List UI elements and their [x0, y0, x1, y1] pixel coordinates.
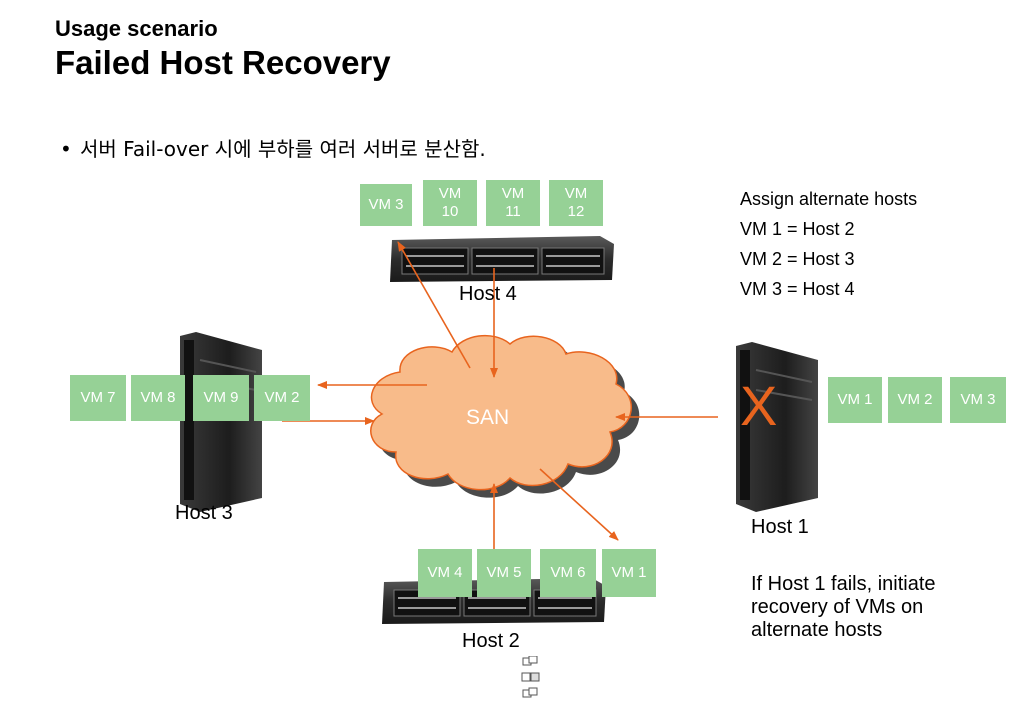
host2-vm-box: VM 6: [540, 549, 596, 597]
bullet-text: 서버 Fail-over 시에 부하를 여러 서버로 분산함.: [80, 137, 486, 161]
assign-line: VM 2 = Host 3: [740, 249, 855, 269]
host4-vm-box: VM 3: [360, 184, 412, 226]
host3-vm-box: VM 9: [193, 375, 249, 421]
assign-line: VM 3 = Host 4: [740, 279, 855, 299]
host4-label: Host 4: [459, 283, 517, 305]
host4-server-icon: [390, 236, 614, 282]
host2-label: Host 2: [462, 630, 520, 652]
host1-label: Host 1: [751, 516, 809, 538]
host2-vm-box: VM 4: [418, 549, 472, 597]
host1-vm-box: VM 3: [950, 377, 1006, 423]
recovery-note: If Host 1 fails, initiate recovery of VM…: [751, 573, 936, 641]
host4-vm-box: VM 12: [549, 180, 603, 226]
assign-line: VM 1 = Host 2: [740, 219, 855, 239]
slide-thumbnail-icon: [521, 656, 540, 698]
host4-vm-box: VM 10: [423, 180, 477, 226]
arrow-san-to-host2-vm1: [539, 468, 619, 541]
host2-vm-box: VM 5: [477, 549, 531, 597]
host3-vm-box: VM 8: [131, 375, 185, 421]
bullet-marker: •: [60, 137, 72, 161]
host2-vm-box: VM 1: [602, 549, 656, 597]
host4-vm-box: VM 11: [486, 180, 540, 226]
host3-vm-box: VM 2: [254, 375, 310, 421]
san-label: SAN: [466, 406, 510, 429]
host1-vm-box: VM 1: [828, 377, 882, 423]
host3-vm-box: VM 7: [70, 375, 126, 421]
page-title: Failed Host Recovery: [55, 44, 391, 81]
host1-vm-box: VM 2: [888, 377, 942, 423]
host1-server-icon: [736, 342, 818, 512]
host3-label: Host 3: [175, 502, 233, 524]
arrow-san-to-host4-vm3: [397, 241, 471, 369]
page-subtitle: Usage scenario: [55, 16, 218, 41]
assign-heading: Assign alternate hosts: [740, 189, 918, 209]
host3-server-icon: [180, 332, 262, 512]
failed-host-x-mark: X: [740, 374, 778, 437]
bullet-point: • 서버 Fail-over 시에 부하를 여러 서버로 분산함.: [60, 133, 486, 162]
san-cloud: [370, 334, 640, 498]
